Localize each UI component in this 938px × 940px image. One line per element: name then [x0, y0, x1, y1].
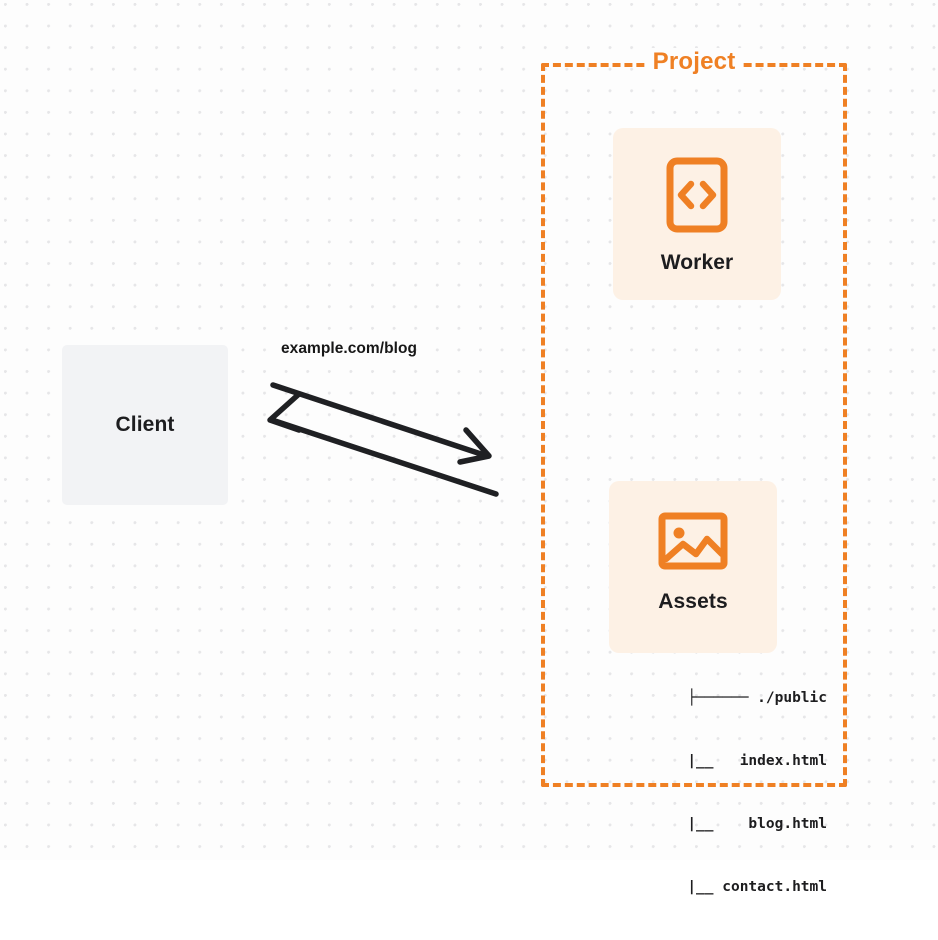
assets-card[interactable]: Assets: [609, 481, 777, 653]
client-node[interactable]: Client: [62, 345, 228, 505]
project-group-title: Project: [645, 48, 743, 76]
connector-arrows: [267, 382, 499, 497]
assets-file-tree: ├────── ./public |__ index.html |__ blog…: [581, 646, 827, 940]
file-tree-line: |__ contact.html: [634, 879, 827, 895]
response-arrow: [267, 391, 499, 497]
worker-card[interactable]: Worker: [613, 128, 781, 300]
diagram-canvas: Client example.com/blog Project: [0, 0, 938, 895]
worker-card-label: Worker: [660, 251, 734, 274]
request-url-label: example.com/blog: [281, 340, 418, 357]
code-brackets-icon: [666, 157, 728, 233]
client-node-label: Client: [115, 413, 175, 436]
request-arrow: [270, 382, 492, 465]
file-tree-line: ├────── ./public: [687, 690, 827, 706]
image-icon: [658, 510, 728, 572]
file-tree-line: |__ blog.html: [634, 816, 827, 832]
project-group: Project Worker Assets: [541, 48, 847, 895]
assets-card-label: Assets: [658, 590, 728, 613]
file-tree-line: |__ index.html: [634, 753, 827, 769]
